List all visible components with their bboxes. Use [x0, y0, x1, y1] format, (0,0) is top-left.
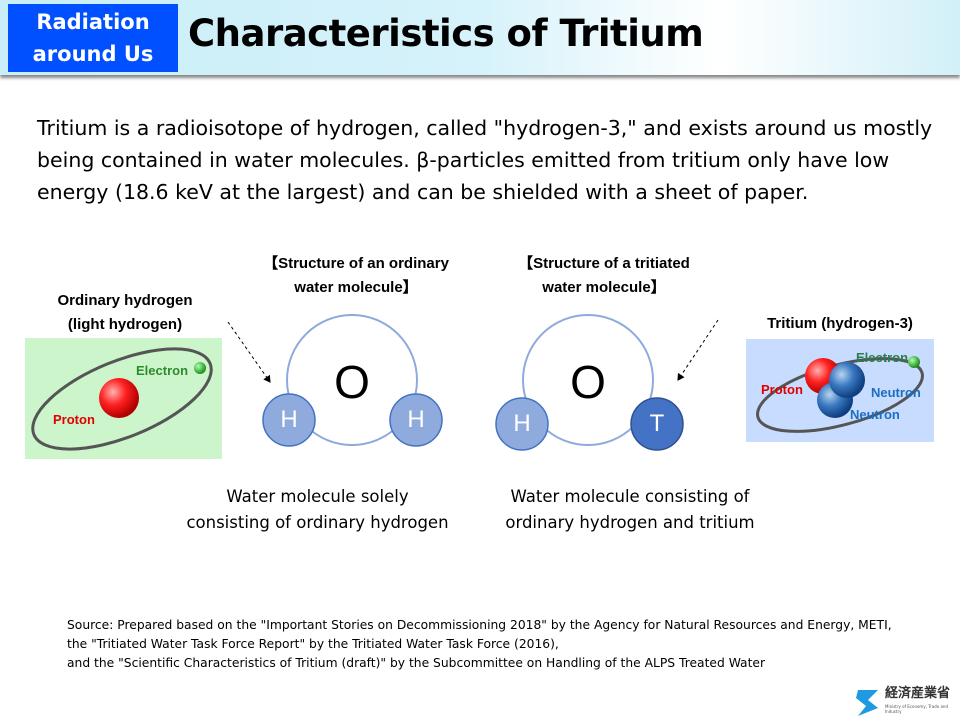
caption-line: ordinary hydrogen and tritium — [505, 513, 755, 532]
section-line-2: around Us — [32, 42, 154, 66]
source-line: the "Tritiated Water Task Force Report" … — [67, 637, 559, 651]
oxygen-atom-2 — [522, 314, 654, 446]
tritium-title: Tritium (hydrogen-3) — [767, 315, 913, 332]
intro-text: Tritium is a radioisotope of hydrogen, c… — [37, 116, 933, 204]
page-title: Characteristics of Tritium — [188, 12, 704, 55]
hydrogen-atom-right — [389, 393, 443, 447]
meti-logo-subtext: Ministry of Economy, Trade and Industry — [885, 704, 948, 714]
tritium-label: T — [649, 410, 665, 437]
tritium-neutron-label-2: Neutron — [850, 407, 900, 422]
heading-line: 【Structure of a tritiated — [518, 255, 690, 272]
caption-line: consisting of ordinary hydrogen — [186, 513, 449, 532]
hydrogen-atom-2 — [495, 397, 549, 451]
section-label: Radiation around Us — [8, 4, 178, 72]
source-line: and the "Scientific Characteristics of T… — [67, 656, 766, 670]
tritium-neutron-2 — [829, 362, 865, 398]
header-bar: Radiation around Us Characteristics of T… — [0, 0, 960, 75]
title-line: Ordinary hydrogen — [57, 292, 193, 309]
ordinary-water-heading: 【Structure of an ordinary water molecule… — [236, 252, 476, 300]
oxygen-label: O — [334, 356, 370, 408]
electron-orbit — [31, 347, 213, 451]
source-note: Source: Prepared based on the "Important… — [67, 616, 892, 673]
tritium-proton-label: Proton — [761, 382, 803, 397]
tritium-neutron-label-1: Neutron — [871, 385, 921, 400]
heading-line: water molecule】 — [294, 279, 418, 296]
proton-sphere — [99, 378, 139, 418]
electron-label: Electron — [136, 363, 189, 378]
tritium-electron-label: Electron — [856, 350, 909, 365]
hydrogen-atom-left — [262, 393, 316, 447]
heading-line: water molecule】 — [542, 279, 666, 296]
proton-label: Proton — [53, 412, 95, 427]
heading-line: 【Structure of an ordinary — [263, 255, 449, 272]
tritium-electron — [908, 356, 920, 368]
oxygen-atom — [286, 314, 418, 446]
tritium-atom — [630, 397, 684, 451]
tritiated-water-heading: 【Structure of a tritiated water molecule… — [484, 252, 724, 300]
hydrogen-label-2: H — [513, 410, 531, 437]
arrow-left — [227, 321, 271, 383]
oxygen-label-2: O — [570, 356, 606, 408]
source-line: Source: Prepared based on the "Important… — [67, 618, 892, 632]
caption-line: Water molecule solely — [226, 487, 409, 506]
ordinary-hydrogen-title: Ordinary hydrogen (light hydrogen) — [40, 289, 210, 337]
caption-line: Water molecule consisting of — [510, 487, 750, 506]
electron-sphere — [194, 362, 206, 374]
tritiated-water-caption: Water molecule consisting of ordinary hy… — [480, 484, 780, 536]
title-line: (light hydrogen) — [67, 316, 183, 333]
hydrogen-label-left: H — [280, 406, 298, 433]
ordinary-water-caption: Water molecule solely consisting of ordi… — [160, 484, 475, 536]
section-line-1: Radiation — [36, 10, 150, 34]
meti-logo-text: 経済産業省 — [885, 686, 951, 701]
hydrogen-label-right: H — [407, 406, 425, 433]
arrow-right — [677, 319, 719, 381]
